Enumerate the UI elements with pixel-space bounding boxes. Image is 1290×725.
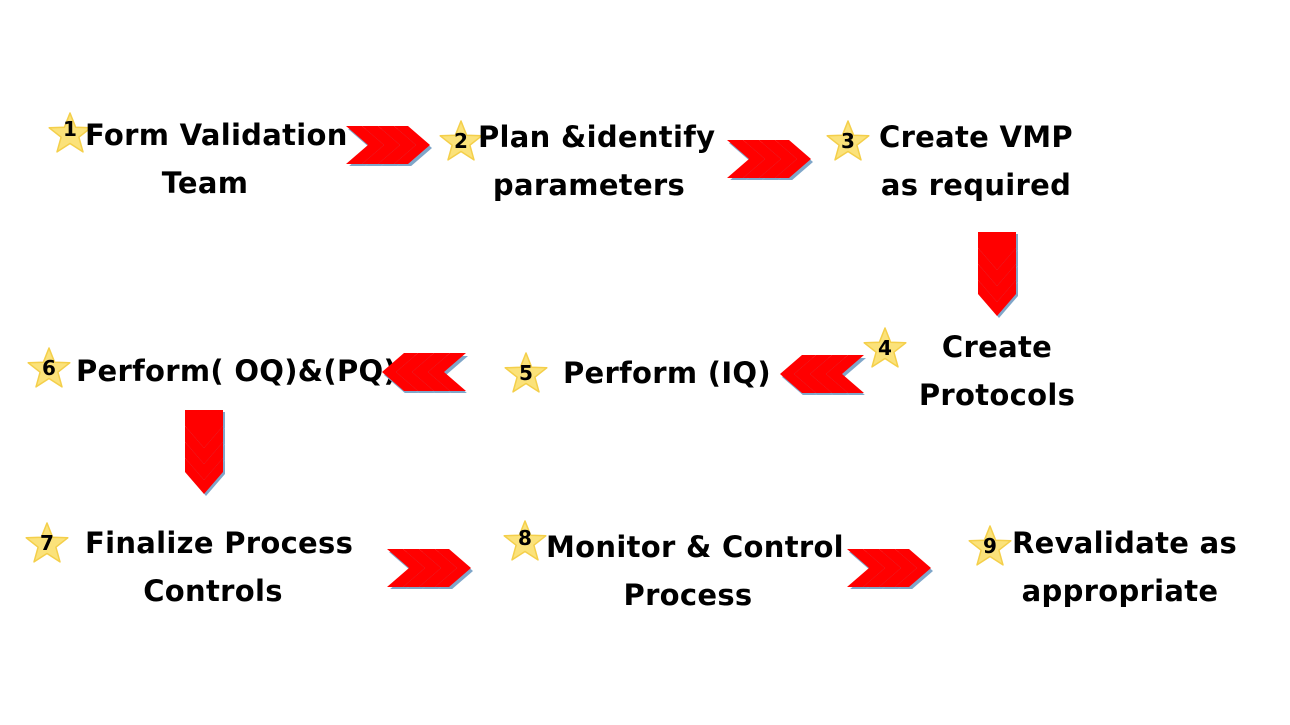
step-5-line1: Perform (IQ) xyxy=(563,356,771,390)
step-1-star-badge: 1 xyxy=(47,110,93,156)
step-4-line1: Create xyxy=(941,330,1053,364)
arrow-step7-to-step8 xyxy=(387,547,473,589)
step-4-star-badge: 4 xyxy=(862,325,908,371)
step-3-label: Create VMP as required xyxy=(872,113,1080,209)
step-6-number: 6 xyxy=(42,356,56,380)
chevron-arrow-right-icon xyxy=(847,549,933,589)
step-9-label: Revalidate as appropriate xyxy=(1012,519,1238,615)
step-6-star-badge: 6 xyxy=(26,345,72,391)
star-icon xyxy=(504,352,548,393)
star-icon xyxy=(48,112,92,153)
chevron-arrow-down-icon xyxy=(185,410,225,496)
step-7-star-badge: 7 xyxy=(24,520,70,566)
star-icon xyxy=(968,525,1012,566)
step-8-line1: Monitor & Control xyxy=(546,530,844,564)
chevron-arrow-right-icon xyxy=(346,126,432,166)
step-2-line1: Plan &identify xyxy=(478,120,716,154)
arrow-step6-to-step7 xyxy=(183,410,227,496)
step-3-number: 3 xyxy=(841,129,855,153)
step-2-label: Plan &identify parameters xyxy=(478,113,716,209)
step-9-star-badge: 9 xyxy=(967,523,1013,569)
star-icon xyxy=(503,520,547,561)
step-7-line2: Controls xyxy=(143,574,283,608)
step-5-label: Perform (IQ) xyxy=(563,349,771,397)
chevron-arrow-right-icon xyxy=(387,549,473,589)
step-1-line2: Team xyxy=(161,166,249,200)
step-7-number: 7 xyxy=(40,531,54,555)
step-2-number: 2 xyxy=(454,129,468,153)
star-icon xyxy=(27,347,71,388)
step-4-number: 4 xyxy=(878,336,892,360)
arrow-step1-to-step2 xyxy=(346,124,432,166)
star-icon xyxy=(25,522,69,563)
step-9-line2: appropriate xyxy=(1021,574,1219,608)
step-1-line1: Form Validation xyxy=(85,118,348,152)
arrow-step5-to-step6 xyxy=(382,351,468,393)
step-1-label: Form Validation Team xyxy=(85,111,348,207)
arrow-step3-to-step4 xyxy=(976,232,1020,318)
step-3-star-badge: 3 xyxy=(825,118,871,164)
step-5-star-badge: 5 xyxy=(503,350,549,396)
star-icon xyxy=(826,120,870,161)
step-8-line2: Process xyxy=(623,578,753,612)
step-2-line2: parameters xyxy=(492,168,686,202)
arrow-step4-to-step5 xyxy=(780,353,866,395)
star-icon xyxy=(863,327,907,368)
step-9-line1: Revalidate as xyxy=(1012,526,1238,560)
step-4-line2: Protocols xyxy=(918,378,1076,412)
arrow-step2-to-step3 xyxy=(727,138,813,180)
chevron-arrow-left-icon xyxy=(382,353,468,393)
step-8-label: Monitor & Control Process xyxy=(546,523,844,619)
chevron-arrow-left-icon xyxy=(780,355,866,395)
star-icon xyxy=(439,120,483,161)
step-6-line1: Perform( OQ)&(PQ) xyxy=(76,354,397,388)
step-8-star-badge: 8 xyxy=(502,518,548,564)
step-4-label: Create Protocols xyxy=(915,323,1079,419)
arrow-step8-to-step9 xyxy=(847,547,933,589)
step-8-number: 8 xyxy=(518,526,532,550)
step-2-star-badge: 2 xyxy=(438,118,484,164)
step-7-line1: Finalize Process xyxy=(85,526,354,560)
step-7-label: Finalize Process Controls xyxy=(85,519,354,615)
chevron-arrow-right-icon xyxy=(727,140,813,180)
chevron-arrow-down-icon xyxy=(978,232,1018,318)
step-3-line1: Create VMP xyxy=(878,120,1073,154)
step-9-number: 9 xyxy=(983,534,997,558)
step-1-number: 1 xyxy=(63,117,77,141)
step-3-line2: as required xyxy=(880,168,1072,202)
step-6-label: Perform( OQ)&(PQ) xyxy=(76,347,397,395)
step-5-number: 5 xyxy=(519,361,533,385)
